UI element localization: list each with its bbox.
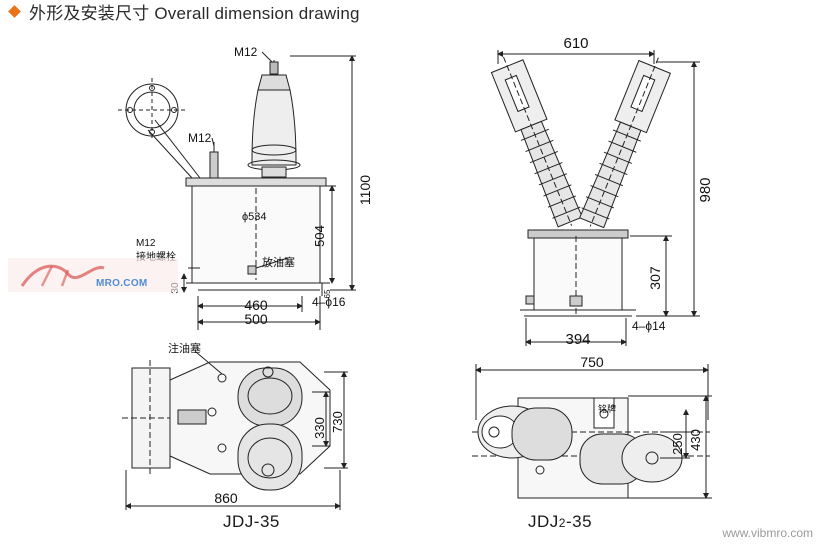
left-plan-view: [122, 351, 348, 510]
dim-holes-left: 4–ϕ16: [312, 295, 346, 309]
watermark-text: MRO.COM: [96, 278, 148, 289]
left-front-view: [118, 51, 356, 330]
footer-url: www.vibmro.com: [722, 526, 813, 540]
label-m12-top: M12: [234, 45, 258, 59]
dim-65: 65: [323, 289, 332, 298]
dim-1100: 1100: [357, 175, 373, 205]
header: 外形及安装尺寸 Overall dimension drawing: [8, 0, 360, 23]
dim-307: 307: [647, 266, 663, 290]
model-right-tail: -35: [565, 512, 593, 531]
dim-750: 750: [580, 354, 604, 370]
page-title: 外形及安装尺寸 Overall dimension drawing: [29, 3, 360, 23]
label-m12-mid: M12: [188, 131, 212, 145]
dim-730: 730: [330, 411, 345, 433]
model-right-sub: 2: [558, 516, 566, 530]
label-fill-plug: 注油塞: [168, 341, 201, 355]
dim-980: 980: [697, 177, 714, 202]
dim-504: 504: [312, 225, 327, 247]
dim-holes-right: 4–ϕ14: [632, 319, 666, 333]
model-right: JDJ2-35: [528, 512, 592, 532]
label-dia-534: ϕ534: [242, 211, 267, 223]
dim-430: 430: [688, 429, 703, 451]
model-right-base: JDJ: [528, 512, 559, 531]
dim-394: 394: [565, 331, 590, 348]
label-nameplate: 铭牌: [598, 403, 616, 414]
dim-330: 330: [312, 417, 327, 439]
model-left: JDJ-35: [223, 512, 280, 531]
dim-860: 860: [214, 490, 238, 506]
watermark-logo: [8, 258, 178, 292]
right-front-view: [490, 50, 700, 346]
dim-250: 250: [670, 433, 685, 455]
label-m12-ground: M12: [136, 238, 156, 249]
label-drain-plug: 放油塞: [262, 255, 295, 269]
dim-500: 500: [244, 311, 268, 327]
dim-610: 610: [563, 35, 588, 52]
right-plan-view: [472, 364, 712, 499]
dim-460: 460: [244, 297, 268, 313]
